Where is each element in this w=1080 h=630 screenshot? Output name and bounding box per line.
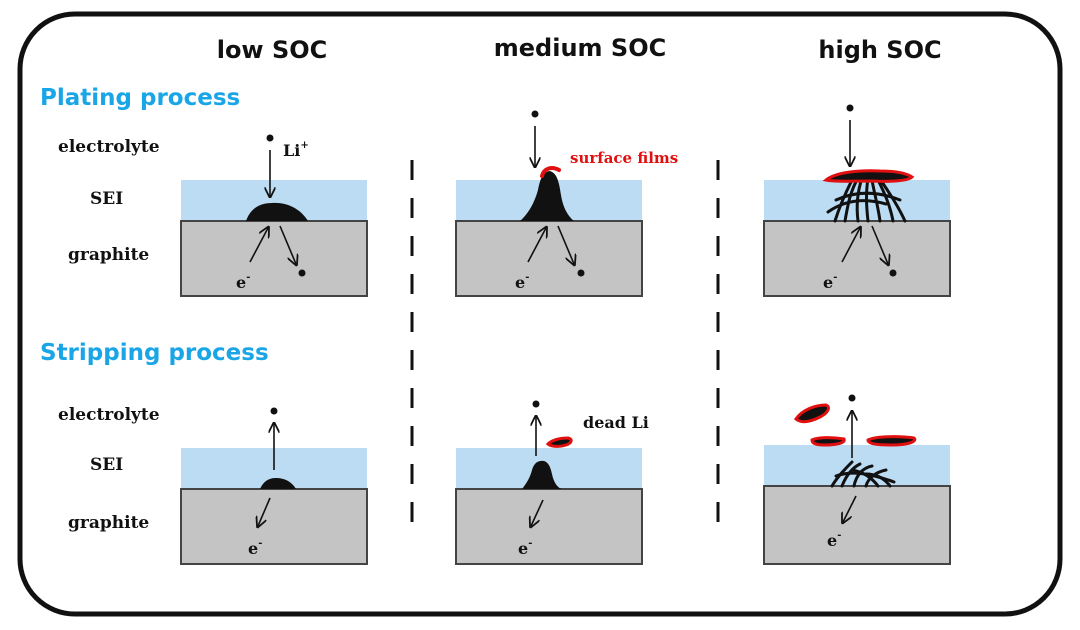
lithium-dendrites [830,460,896,488]
column-title-high-soc: high SOC [818,36,941,64]
lithium-deposit [246,202,308,221]
lithium-dendrite [520,171,574,221]
arrow-diagonal-down [871,225,888,264]
li-ion-label: Li+ [283,140,309,160]
lithium-deposit [260,478,296,489]
section-title-stripping: Stripping process [40,340,269,366]
electron-label: e- [236,272,250,292]
electron-label: e- [518,538,532,558]
dead-li-fragment-3 [866,435,917,447]
arrow-electron-down [258,497,271,526]
column-title-low-soc: low SOC [217,36,328,64]
label-sei-plating: SEI [90,189,123,209]
label-sei-stripping: SEI [90,455,123,475]
dead-li-fragment [545,436,573,448]
lithium-deposit [522,460,562,489]
panel-plating-medium-soc: surface films e- [455,110,678,297]
li-ion-dot [266,134,274,142]
li-ion-dot [531,110,539,118]
dead-li-fragment-1 [794,403,830,424]
arrow-electron-down [531,499,544,526]
panel-plating-low-soc: Li+ e- [180,134,368,297]
arrow-electron-up [249,228,268,263]
graphite-block [763,485,951,565]
graphite-block [180,488,368,565]
graphite-block [455,488,643,565]
column-title-medium-soc: medium SOC [494,34,666,62]
arrow-electron-up [527,228,546,263]
surface-film [540,166,561,178]
li-ion-dot [270,407,278,415]
dead-li-fragment-2 [810,436,846,447]
lithium-dot [298,269,306,277]
lithium-dot [889,269,897,277]
arrow-electron-up [841,228,860,263]
arrow-diagonal-down [557,225,574,264]
lithium-dot [577,269,585,277]
graphite-block [455,220,643,297]
section-title-plating: Plating process [40,85,240,111]
electron-label: e- [515,272,529,292]
panel-stripping-low-soc: e- [180,407,368,565]
label-graphite-stripping: graphite [68,513,149,533]
electron-label: e- [248,538,262,558]
panel-stripping-high-soc: e- [763,394,951,565]
label-electrolyte-stripping: electrolyte [58,405,160,425]
surface-films-label: surface films [570,149,678,167]
label-graphite-plating: graphite [68,245,149,265]
panel-plating-high-soc: e- [763,104,951,297]
electron-label: e- [827,530,841,550]
li-ion-dot [846,104,854,112]
graphite-block [180,220,368,297]
label-electrolyte-plating: electrolyte [58,137,160,157]
arrow-electron-down [843,495,857,522]
panel-stripping-medium-soc: dead Li e- [455,400,649,565]
li-ion-dot [532,400,540,408]
li-ion-dot [848,394,856,402]
electron-label: e- [823,272,837,292]
arrow-diagonal-down [279,225,296,264]
dead-li-label: dead Li [583,413,649,432]
surface-film [822,169,915,183]
outer-frame [17,11,1063,617]
